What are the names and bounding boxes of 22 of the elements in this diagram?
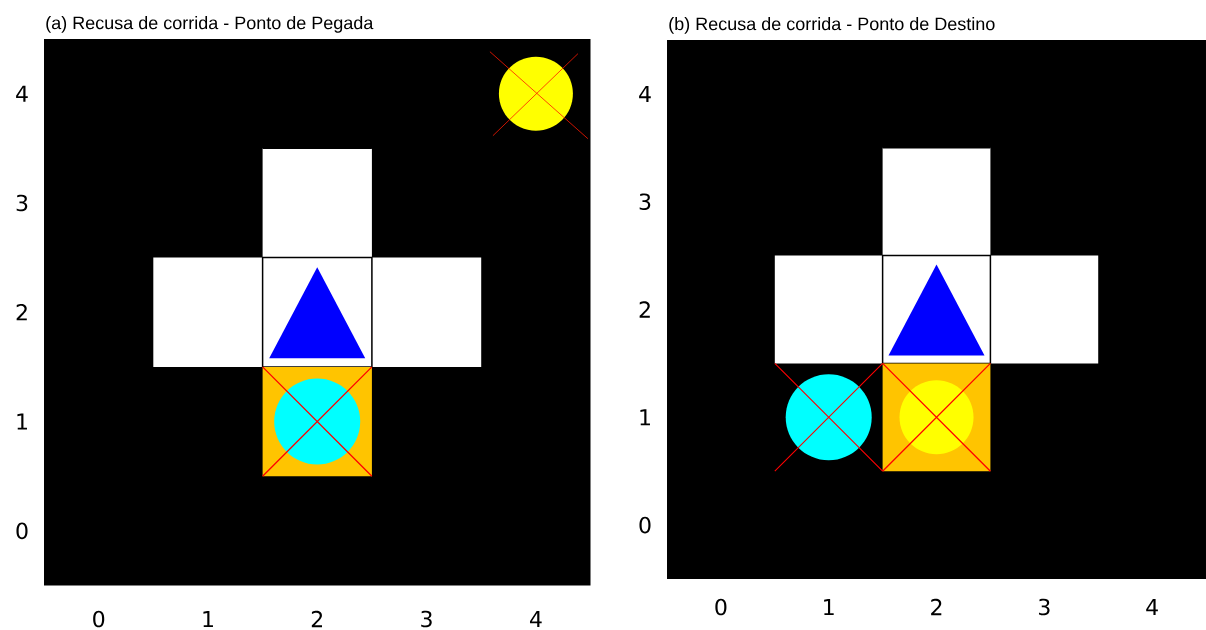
axis-tick-label: 0 — [639, 516, 651, 534]
axis-tick-label: 4 — [16, 85, 28, 102]
axis-tick-label: 2 — [311, 610, 322, 628]
axis-tick-label: 3 — [1039, 598, 1050, 616]
axis-tick-label: 3 — [421, 610, 432, 628]
axis-tick-label: 0 — [715, 598, 727, 616]
axis-tick-label: 2 — [16, 304, 27, 321]
axis-tick-label: 4 — [1146, 599, 1158, 616]
axis-tick-label: 4 — [530, 611, 542, 628]
panel-title: (b) Recusa de corrida - Ponto de Destino — [669, 17, 995, 34]
panel-title: (a) Recusa de corrida - Ponto de Pegada — [46, 16, 374, 33]
axis-tick-label: 1 — [824, 599, 834, 616]
axis-tick-label: 1 — [203, 611, 213, 628]
axis-tick-label: 2 — [931, 598, 942, 616]
axis-tick-label: 2 — [639, 301, 650, 318]
axis-tick-label: 1 — [17, 413, 27, 430]
axis-tick-label: 3 — [16, 194, 28, 212]
axis-tick-label: 1 — [640, 409, 650, 426]
axis-tick-label: 4 — [639, 85, 651, 102]
axis-tick-label: 0 — [16, 522, 28, 540]
axis-tick-label: 0 — [93, 610, 105, 628]
axis-tick-label: 3 — [639, 193, 651, 211]
